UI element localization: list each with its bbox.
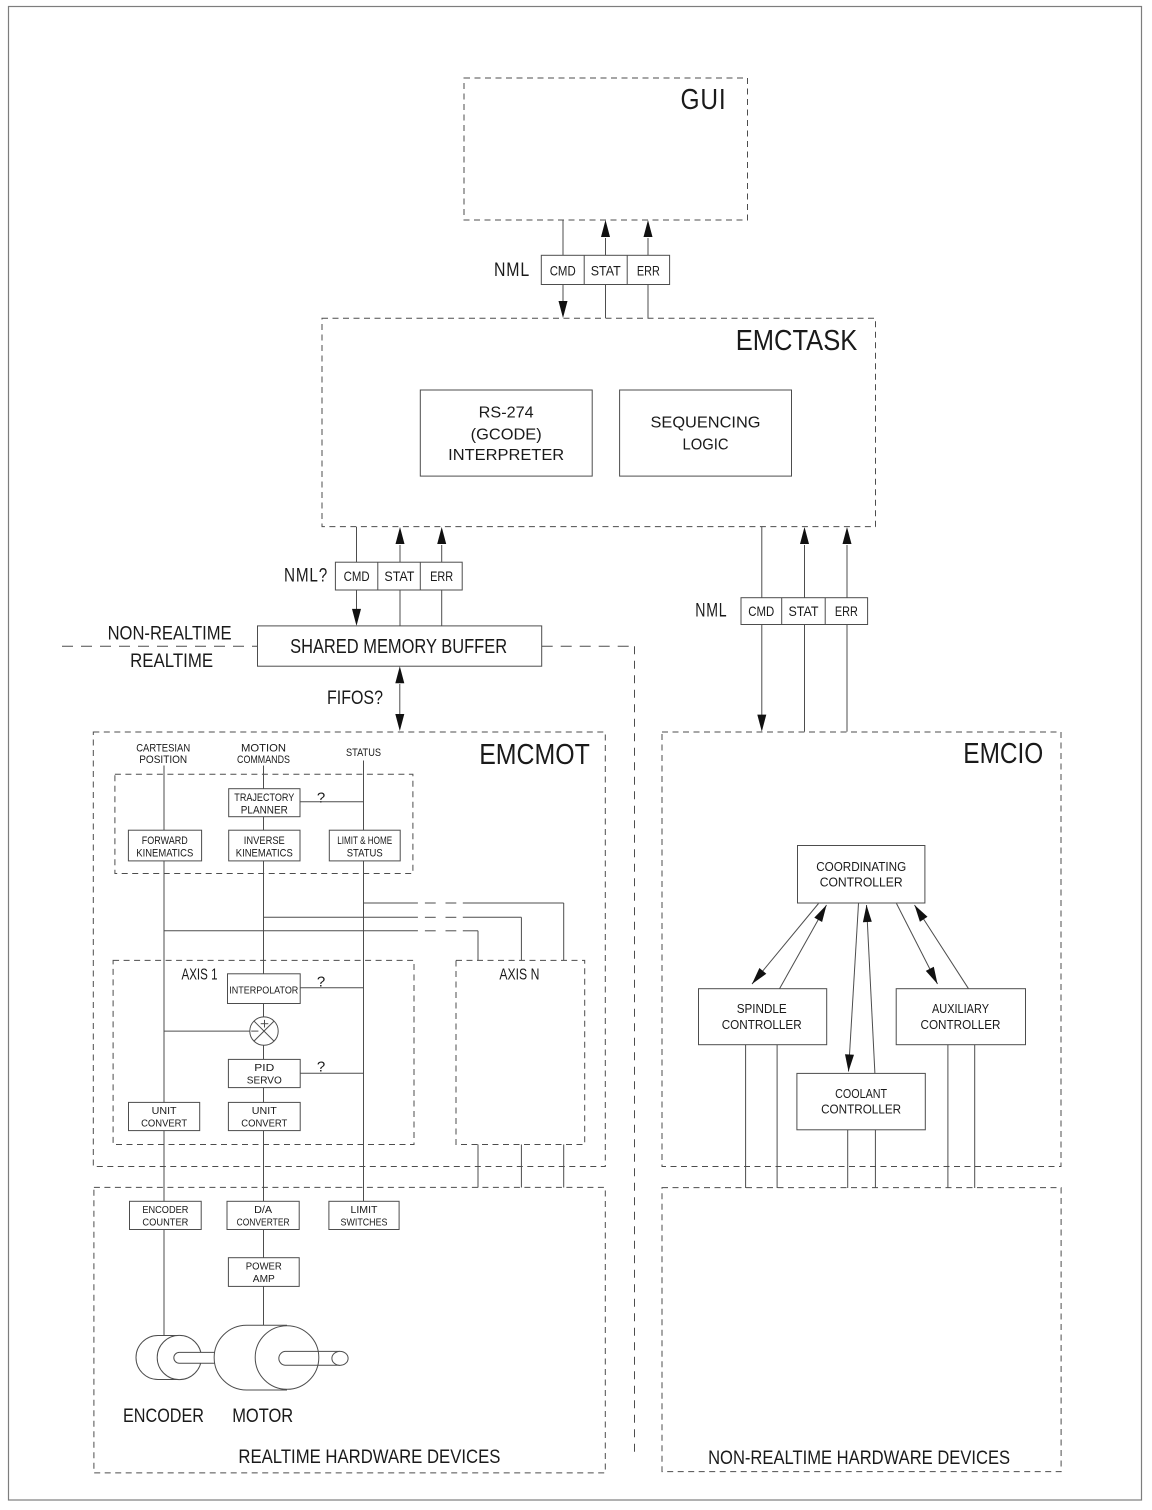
svg-text:REALTIME HARDWARE DEVICES: REALTIME HARDWARE DEVICES [238,1446,500,1468]
svg-text:KINEMATICS: KINEMATICS [236,847,293,859]
svg-text:GUI: GUI [681,84,727,116]
svg-text:CONVERT: CONVERT [241,1118,288,1130]
svg-text:ERR: ERR [430,568,453,584]
svg-text:CMD: CMD [550,263,576,279]
svg-text:CONVERT: CONVERT [141,1118,188,1130]
svg-text:ENCODER: ENCODER [142,1204,188,1216]
svg-text:MOTOR: MOTOR [232,1405,293,1427]
svg-text:LIMIT: LIMIT [351,1204,379,1216]
svg-text:CONTROLLER: CONTROLLER [921,1018,1001,1032]
svg-text:CONTROLLER: CONTROLLER [820,875,903,889]
svg-text:CONVERTER: CONVERTER [237,1217,290,1229]
svg-text:EMCTASK: EMCTASK [736,325,858,357]
svg-text:?: ? [317,974,325,991]
svg-text:D/A: D/A [254,1204,272,1216]
svg-text:NON-REALTIME: NON-REALTIME [108,624,232,645]
svg-text:SERVO: SERVO [247,1075,282,1087]
svg-text:INTERPOLATOR: INTERPOLATOR [229,984,298,996]
svg-text:AXIS 1: AXIS 1 [182,967,218,984]
svg-text:FORWARD: FORWARD [142,835,188,847]
svg-text:SEQUENCING: SEQUENCING [651,414,761,431]
svg-text:COOLANT: COOLANT [835,1087,887,1101]
svg-text:NML: NML [695,601,727,622]
svg-text:ERR: ERR [637,263,660,279]
svg-text:COMMANDS: COMMANDS [237,754,290,766]
svg-text:INTERPRETER: INTERPRETER [448,447,564,464]
svg-text:EMCIO: EMCIO [963,738,1043,770]
svg-text:STAT: STAT [591,263,621,279]
svg-text:AUXILIARY: AUXILIARY [932,1002,990,1016]
svg-text:PLANNER: PLANNER [241,804,288,816]
svg-text:PID: PID [254,1062,274,1074]
svg-text:AMP: AMP [253,1273,275,1285]
svg-text:STATUS: STATUS [346,747,381,759]
svg-text:STAT: STAT [789,603,819,619]
svg-text:CONTROLLER: CONTROLLER [722,1018,802,1032]
svg-text:?: ? [317,1059,325,1076]
svg-text:RS-274: RS-274 [479,404,534,421]
svg-text:CMD: CMD [748,603,774,619]
svg-text:AXIS N: AXIS N [499,967,539,984]
svg-text:UNIT: UNIT [252,1105,278,1117]
svg-text:EMCMOT: EMCMOT [479,739,590,771]
svg-text:MOTION: MOTION [241,743,286,755]
svg-text:?: ? [317,790,325,807]
svg-text:KINEMATICS: KINEMATICS [136,847,193,859]
svg-text:ERR: ERR [835,603,858,619]
svg-text:FIFOS?: FIFOS? [327,688,383,709]
svg-text:REALTIME: REALTIME [130,651,213,672]
svg-text:COUNTER: COUNTER [142,1217,188,1229]
svg-text:POSITION: POSITION [139,754,187,766]
svg-text:CARTESIAN: CARTESIAN [136,743,190,755]
svg-text:NML: NML [494,260,530,281]
svg-text:STATUS: STATUS [347,847,383,859]
svg-text:SPINDLE: SPINDLE [737,1002,787,1016]
svg-text:ENCODER: ENCODER [123,1405,204,1427]
svg-text:CMD: CMD [344,568,370,584]
svg-text:LOGIC: LOGIC [683,436,729,453]
svg-text:SWITCHES: SWITCHES [341,1217,388,1229]
svg-text:CONTROLLER: CONTROLLER [821,1103,901,1117]
svg-text:POWER: POWER [246,1261,282,1273]
svg-text:UNIT: UNIT [152,1105,178,1117]
svg-text:COORDINATING: COORDINATING [816,860,906,874]
svg-text:TRAJECTORY: TRAJECTORY [234,792,294,804]
svg-text:NON-REALTIME HARDWARE DEVICES: NON-REALTIME HARDWARE DEVICES [708,1447,1010,1469]
svg-text:LIMIT & HOME: LIMIT & HOME [337,835,392,847]
svg-text:STAT: STAT [384,568,414,584]
svg-text:NML?: NML? [284,566,328,587]
svg-text:(GCODE): (GCODE) [471,427,542,444]
svg-text:INVERSE: INVERSE [244,835,285,847]
svg-text:SHARED MEMORY BUFFER: SHARED MEMORY BUFFER [290,636,507,658]
